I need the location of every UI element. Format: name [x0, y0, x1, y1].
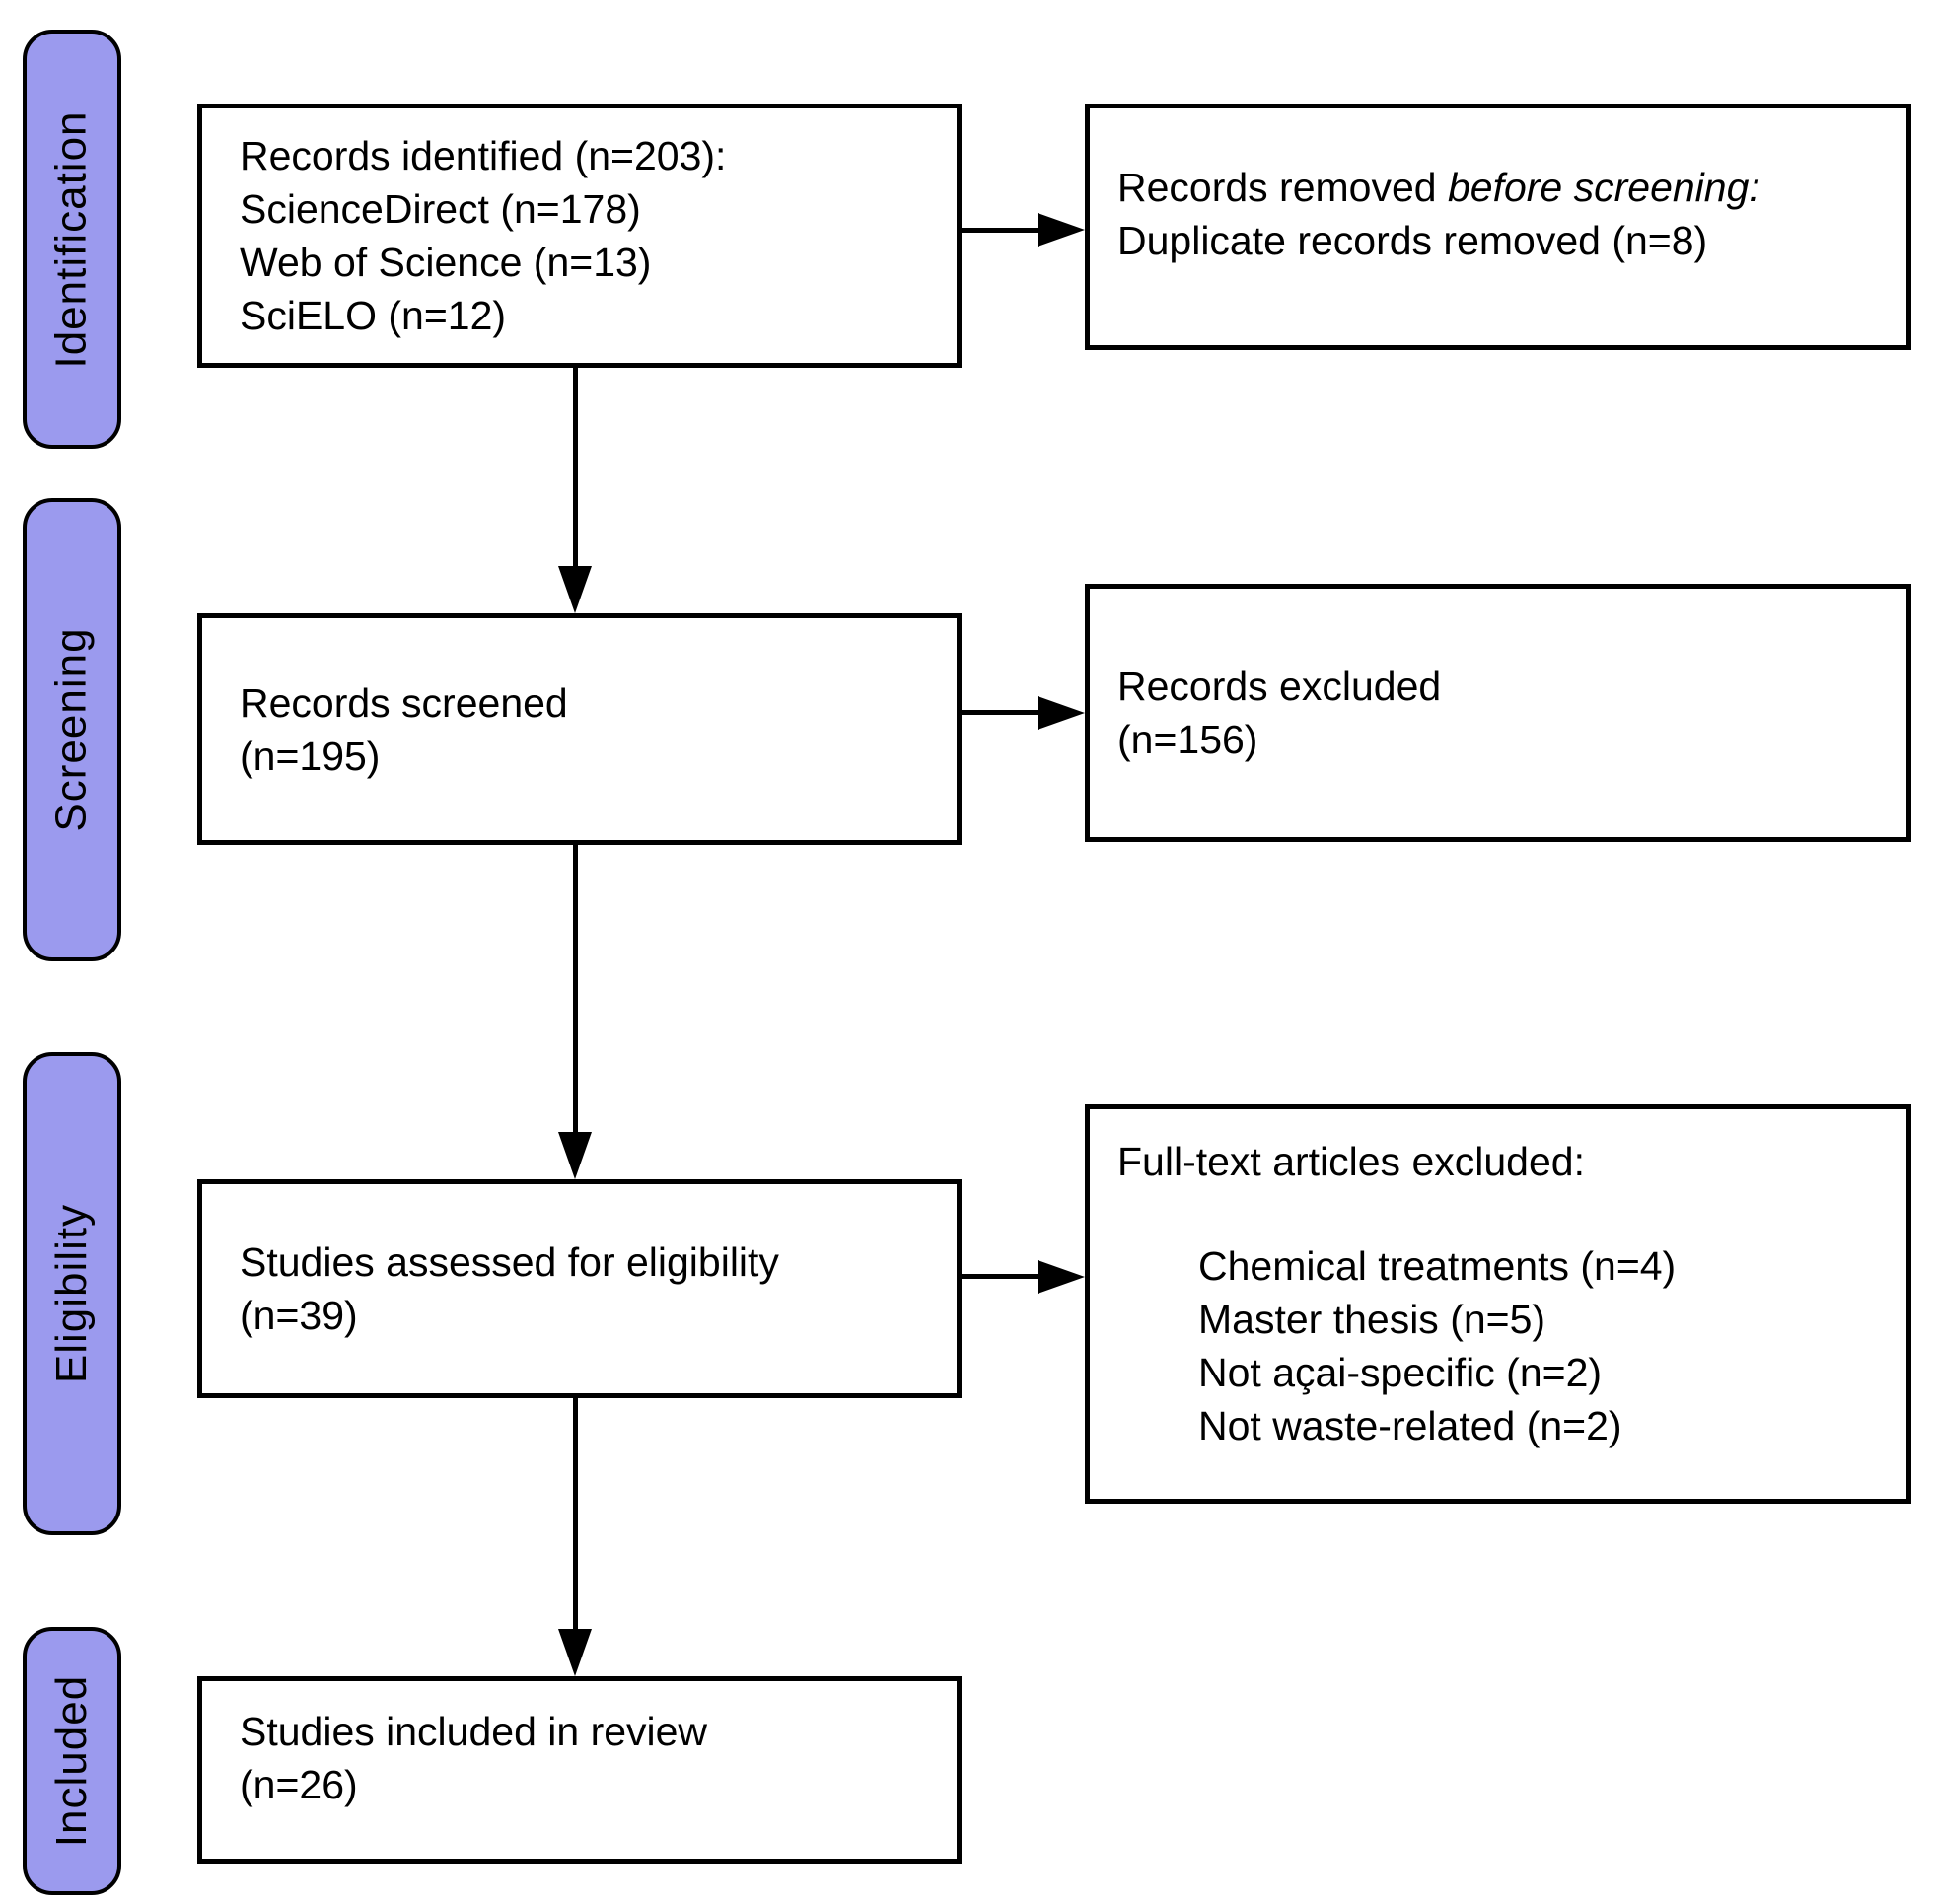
- fulltext-excluded-list: Chemical treatments (n=4) Master thesis …: [1117, 1239, 1906, 1452]
- studies-included-label: Studies included in review: [240, 1709, 708, 1754]
- records-screened-label: Records screened: [240, 679, 568, 726]
- fulltext-excluded-item-chemical: Chemical treatments (n=4): [1198, 1243, 1677, 1289]
- records-identified-sciencedirect: ScienceDirect (n=178): [240, 186, 641, 232]
- box-records-removed: Records removed before screening: Duplic…: [1085, 104, 1911, 350]
- stage-pill-included: Included: [23, 1627, 121, 1895]
- stage-label-screening: Screening: [47, 627, 97, 832]
- records-identified-total: Records identified (n=203):: [240, 133, 727, 178]
- records-identified-webofscience: Web of Science (n=13): [240, 240, 652, 285]
- records-removed-heading-normal: Records removed: [1117, 165, 1448, 210]
- records-excluded-label: Records excluded: [1117, 664, 1442, 709]
- stage-pill-screening: Screening: [23, 498, 121, 961]
- arrow-identified-to-removed-head-icon: [1038, 213, 1085, 247]
- studies-assessed-count: (n=39): [240, 1293, 358, 1338]
- fulltext-excluded-item-thesis: Master thesis (n=5): [1198, 1297, 1546, 1342]
- stage-label-identification: Identification: [47, 109, 96, 369]
- box-studies-assessed: Studies assessed for eligibility (n=39): [197, 1179, 962, 1398]
- records-identified-scielo: SciELO (n=12): [240, 293, 507, 338]
- box-records-screened: Records screened (n=195): [197, 613, 962, 845]
- fulltext-excluded-item-acai: Not açai-specific (n=2): [1198, 1350, 1603, 1395]
- box-records-identified: Records identified (n=203): ScienceDirec…: [197, 104, 962, 368]
- stage-label-eligibility: Eligibility: [47, 1203, 97, 1384]
- stage-pill-identification: Identification: [23, 30, 121, 449]
- arrow-screened-to-excluded-line: [960, 710, 1040, 715]
- arrow-assessed-to-included-head-icon: [558, 1629, 592, 1676]
- stage-label-included: Included: [47, 1674, 97, 1848]
- arrow-assessed-to-included-line: [573, 1398, 578, 1631]
- arrow-screened-to-assessed-line: [573, 845, 578, 1134]
- arrow-assessed-to-fulltext-head-icon: [1038, 1260, 1085, 1294]
- records-excluded-count: (n=156): [1117, 717, 1258, 762]
- records-removed-heading-italic: before screening:: [1447, 165, 1760, 210]
- arrow-identified-to-screened-head-icon: [558, 566, 592, 613]
- arrow-assessed-to-fulltext-line: [960, 1274, 1040, 1279]
- fulltext-excluded-title: Full-text articles excluded:: [1117, 1139, 1585, 1184]
- studies-included-count: (n=26): [240, 1762, 358, 1807]
- fulltext-excluded-item-waste: Not waste-related (n=2): [1198, 1403, 1622, 1448]
- records-removed-duplicates: Duplicate records removed (n=8): [1117, 218, 1708, 263]
- arrow-identified-to-removed-line: [960, 228, 1040, 233]
- box-studies-included: Studies included in review (n=26): [197, 1676, 962, 1864]
- arrow-screened-to-excluded-head-icon: [1038, 696, 1085, 730]
- box-records-excluded: Records excluded (n=156): [1085, 584, 1911, 842]
- box-fulltext-excluded: Full-text articles excluded: Chemical tr…: [1085, 1104, 1911, 1504]
- studies-assessed-label: Studies assessed for eligibility: [240, 1239, 779, 1285]
- arrow-screened-to-assessed-head-icon: [558, 1132, 592, 1179]
- stage-pill-eligibility: Eligibility: [23, 1052, 121, 1535]
- records-removed-heading: Records removed before screening:: [1117, 161, 1906, 214]
- arrow-identified-to-screened-line: [573, 368, 578, 569]
- records-screened-count: (n=195): [240, 733, 381, 779]
